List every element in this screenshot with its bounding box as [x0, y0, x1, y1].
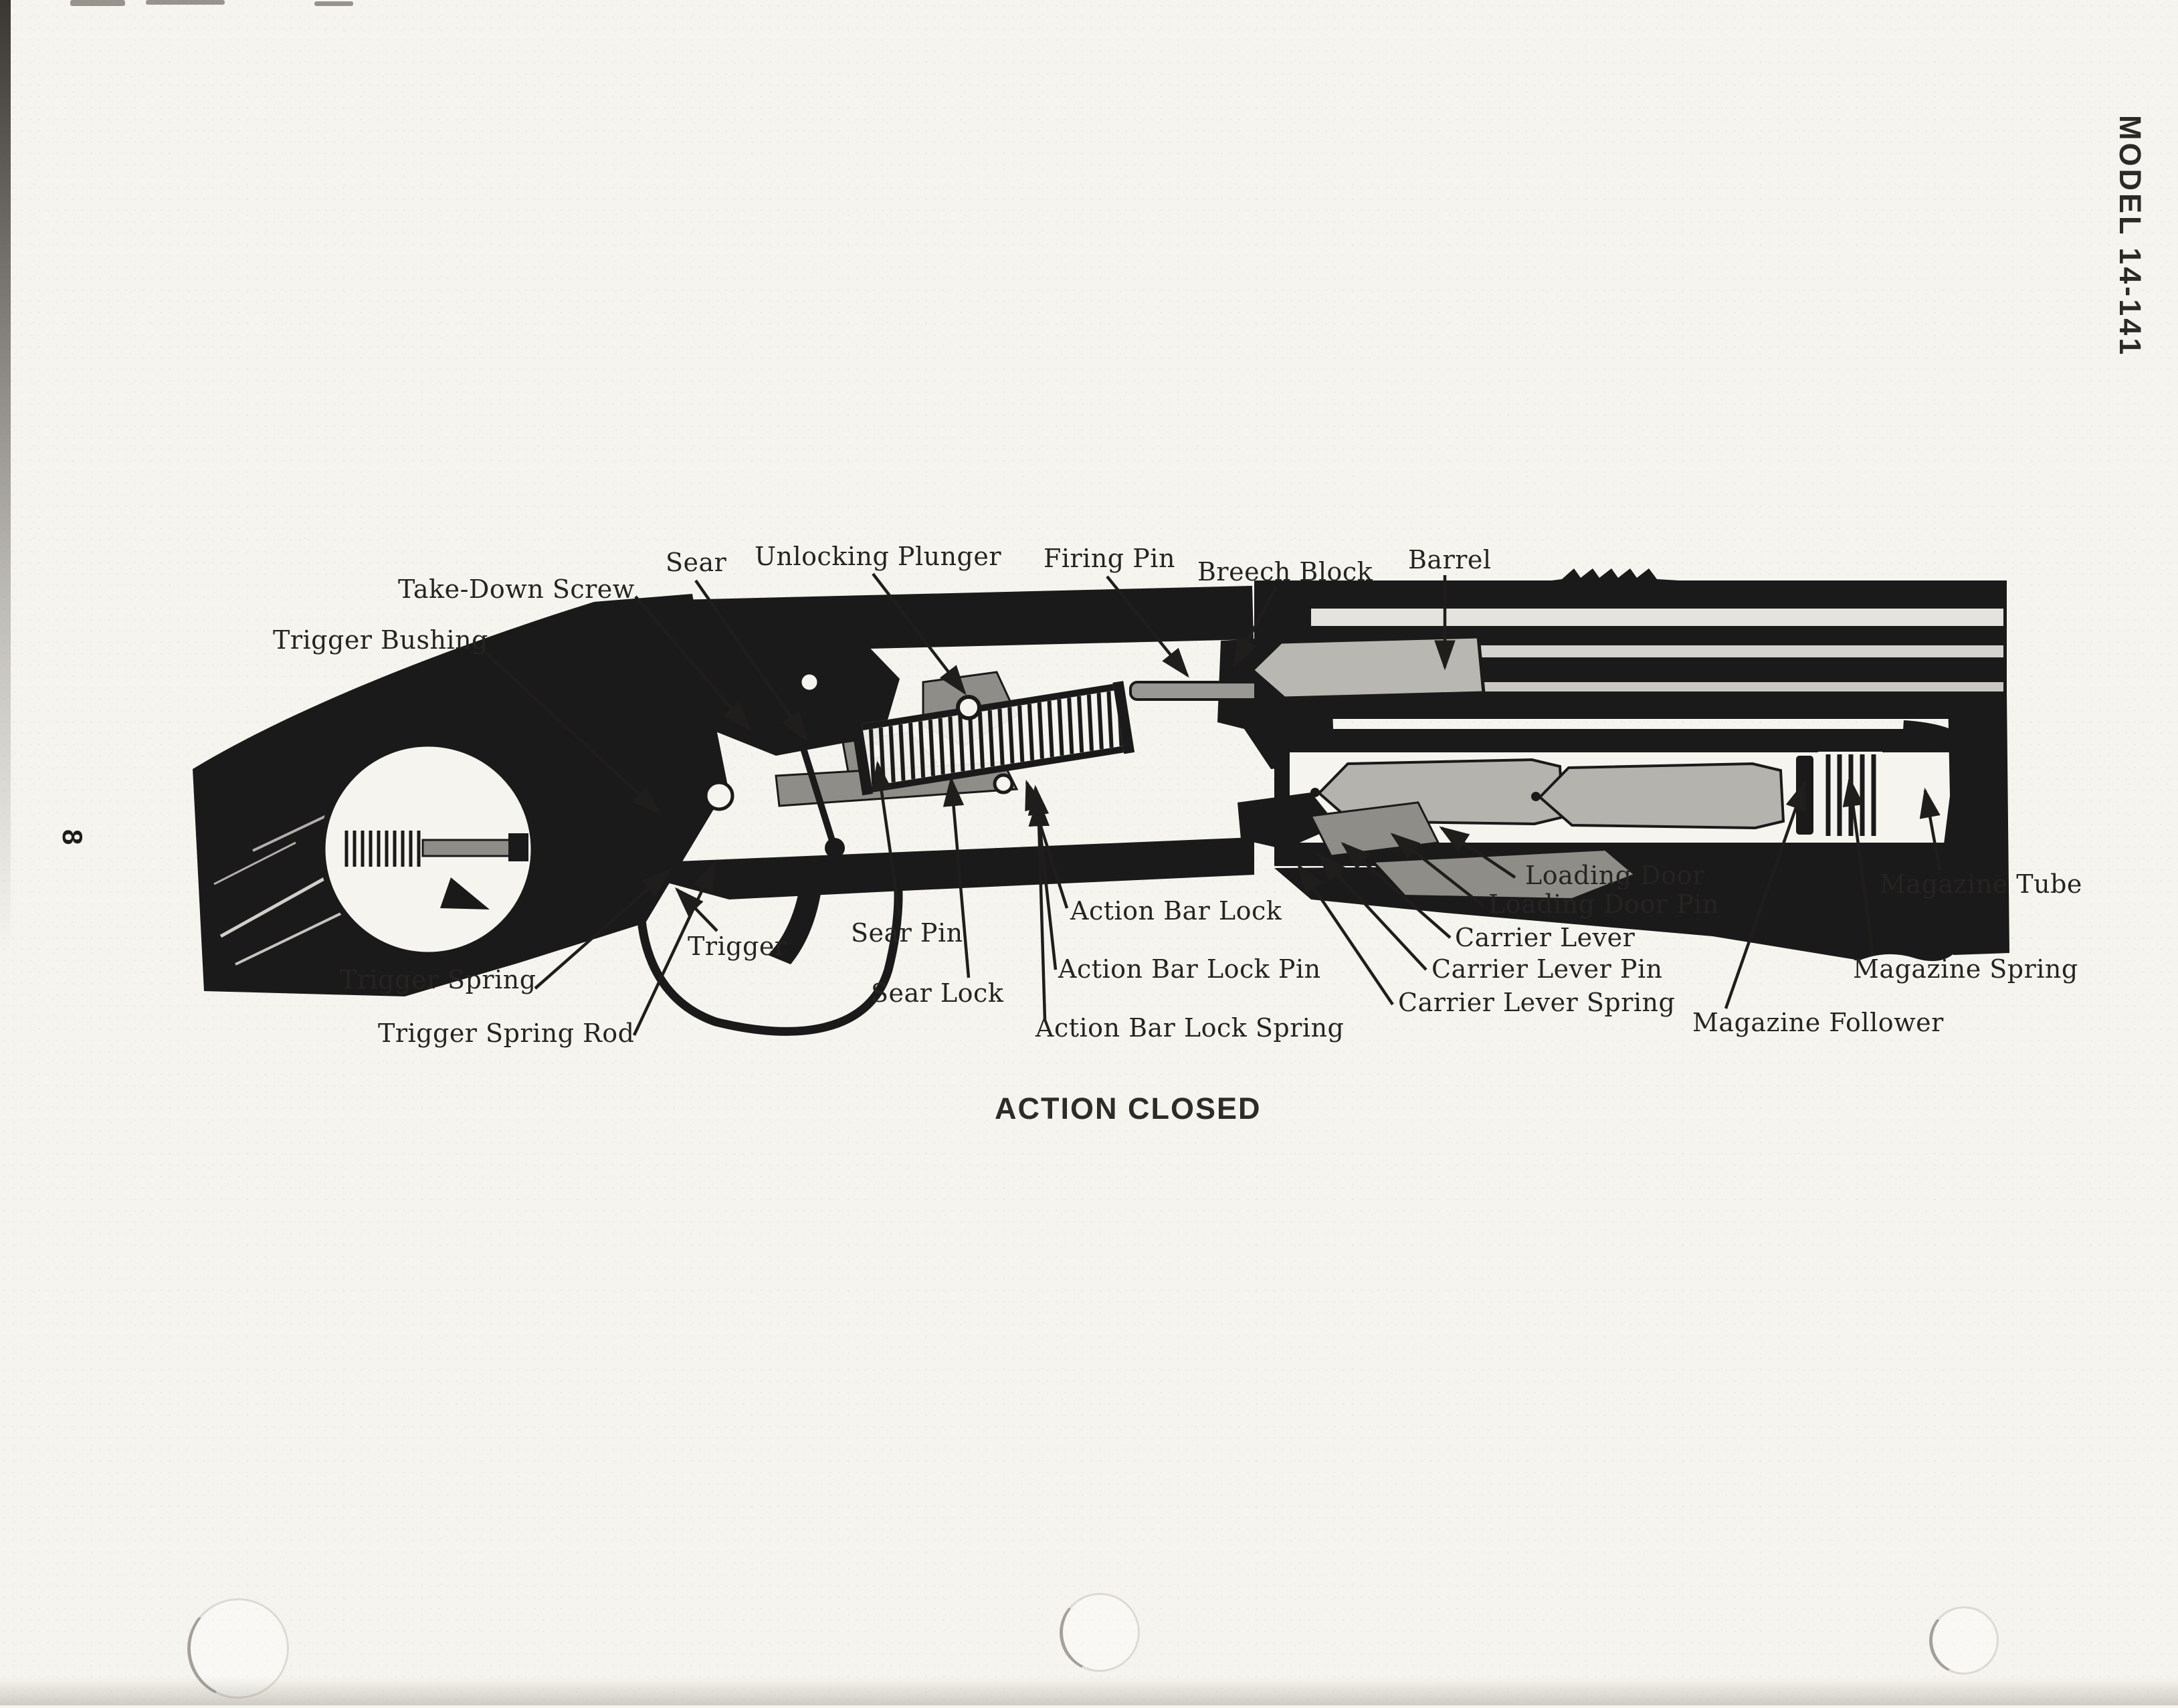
label-loading-door-pin: Loading Door Pin [1488, 889, 1719, 919]
main-spring-coil [851, 681, 1135, 796]
scan-edge-shadow-bottom [0, 1677, 2178, 1705]
label-magazine-spring: Magazine Spring [1853, 954, 2078, 984]
leader-lines [484, 572, 1942, 1036]
barrel-shape [1250, 568, 2007, 719]
label-trigger-bushing: Trigger Bushing [273, 625, 488, 655]
label-sear-pin: Sear Pin [851, 918, 963, 948]
stock-cutaway-circle [319, 740, 537, 958]
gun-cross-section-illustration [193, 568, 2009, 1036]
label-trigger-spring-rod: Trigger Spring Rod [378, 1019, 635, 1048]
barrel-sight-serration [1552, 568, 1679, 580]
label-magazine-tube: Magazine Tube [1880, 869, 2082, 899]
label-trigger: Trigger [688, 932, 787, 961]
model-side-label: MODEL 14-141 [2113, 115, 2147, 358]
trigger-shape [768, 864, 824, 964]
label-sear: Sear [666, 548, 727, 577]
label-sear-lock: Sear Lock [871, 978, 1004, 1008]
page-number: 8 [57, 829, 88, 845]
chambered-cartridge [1250, 635, 1486, 700]
label-trigger-spring: Trigger Spring [340, 965, 536, 994]
trigger-guard-shape [635, 864, 903, 1036]
scan-edge-mark [314, 1, 353, 6]
scan-edge-shadow-left [0, 0, 11, 1003]
trigger-spring-coil [342, 831, 423, 867]
unlocking-plunger-shape [956, 695, 981, 720]
label-barrel: Barrel [1408, 545, 1492, 574]
label-action-bar-lock-pin: Action Bar Lock Pin [1058, 954, 1321, 984]
label-carrier-lever-spring: Carrier Lever Spring [1398, 988, 1676, 1017]
label-carrier-lever-pin: Carrier Lever Pin [1431, 954, 1663, 984]
loading-door-shape [1369, 847, 1638, 901]
label-loading-door: Loading Door [1525, 861, 1705, 890]
scan-edge-mark [70, 0, 125, 6]
punch-hole [1052, 1585, 1147, 1680]
punch-hole [1922, 1600, 2005, 1681]
trigger-spring-rod-shape [421, 839, 512, 857]
label-unlocking-plunger: Unlocking Plunger [755, 542, 1002, 571]
label-action-bar-lock-spring: Action Bar Lock Spring [1035, 1013, 1345, 1043]
magazine-follower-shape [1796, 756, 1813, 835]
label-action-bar-lock: Action Bar Lock [1070, 896, 1282, 926]
magazine-cartridge [1538, 762, 1785, 830]
carrier-lever-shape [1238, 792, 1338, 849]
figure-caption: ACTION CLOSED [995, 1091, 1262, 1126]
label-firing-pin: Firing Pin [1044, 544, 1175, 573]
scan-edge-mark [146, 0, 225, 5]
label-magazine-follower: Magazine Follower [1692, 1008, 1944, 1037]
receiver-screw-hole [704, 780, 734, 811]
label-breech-block: Breech Block [1197, 557, 1373, 586]
label-carrier-lever: Carrier Lever [1455, 923, 1636, 952]
label-take-down-screw: Take-Down Screw [398, 574, 635, 604]
